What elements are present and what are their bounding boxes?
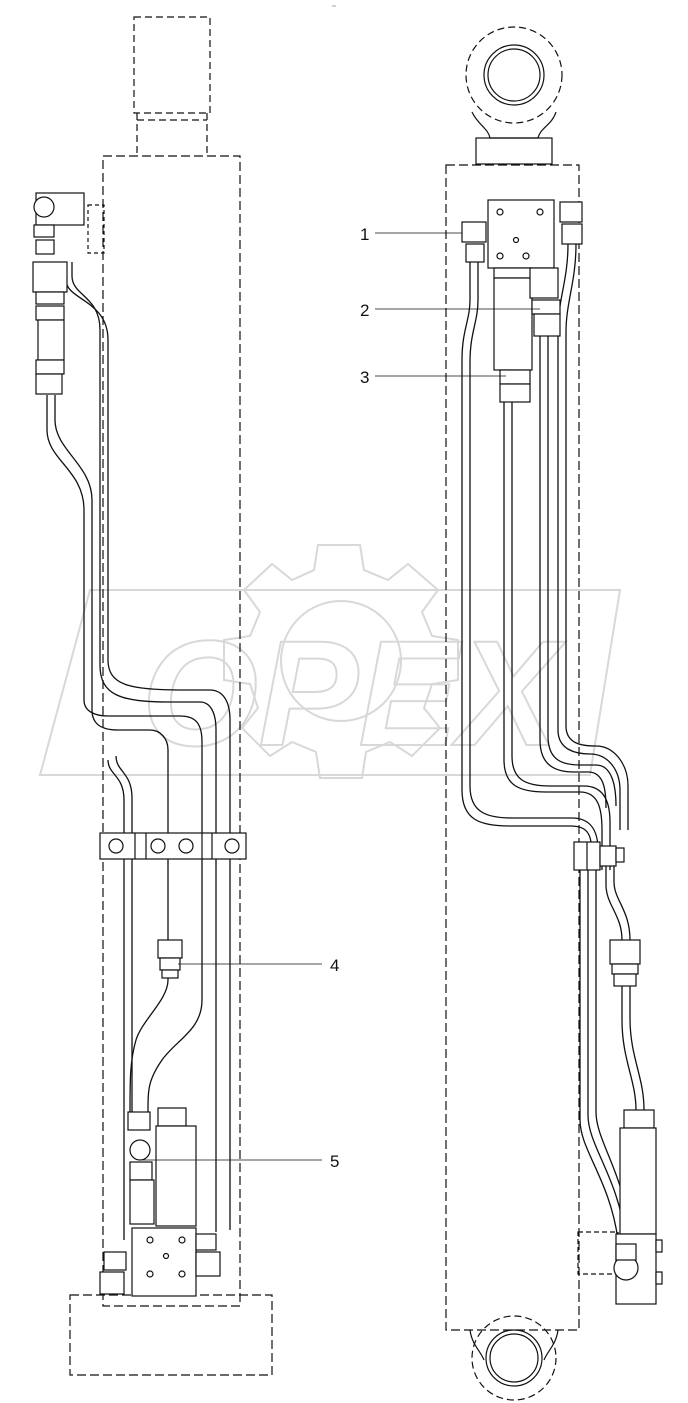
callout-number: 2: [360, 301, 369, 320]
callout-3: 3: [360, 368, 506, 387]
right-cylinder: [445, 26, 619, 1401]
left-pipes: [46, 262, 231, 1240]
callout-number: 4: [330, 956, 339, 975]
left-top-valve: [32, 192, 85, 395]
right-bottom-eye: [469, 1315, 559, 1401]
callout-number: 3: [360, 368, 369, 387]
callouts: 1 2 3 4 5: [142, 225, 540, 1171]
right-union-fitting: [609, 939, 641, 987]
callout-5: 5: [142, 1152, 339, 1171]
right-top-eye: [465, 26, 563, 165]
callout-1: 1: [360, 225, 462, 244]
watermark-text: OPEX: [142, 609, 567, 777]
callout-number: 5: [330, 1152, 339, 1171]
callout-4: 4: [178, 956, 339, 975]
gear-icon: [223, 544, 459, 779]
right-bottom-valve: [613, 1109, 663, 1305]
callout-2: 2: [360, 301, 540, 320]
left-cylinder-barrel: [102, 155, 241, 1307]
right-top-valve: [461, 199, 583, 403]
left-cylinder: [69, 16, 273, 1376]
left-clamp: [99, 832, 247, 860]
corner-mark: °°: [332, 5, 336, 11]
right-cylinder-barrel: [445, 164, 580, 1331]
left-cylinder-rod: [133, 16, 211, 156]
watermark-band: [38, 589, 622, 776]
left-bottom-valve: [99, 1107, 221, 1297]
left-union-fitting: [157, 939, 183, 979]
right-clamp: [573, 841, 625, 871]
callout-number: 1: [360, 225, 369, 244]
left-cylinder-base: [69, 1294, 273, 1376]
opex-watermark: OPEX: [38, 544, 622, 779]
